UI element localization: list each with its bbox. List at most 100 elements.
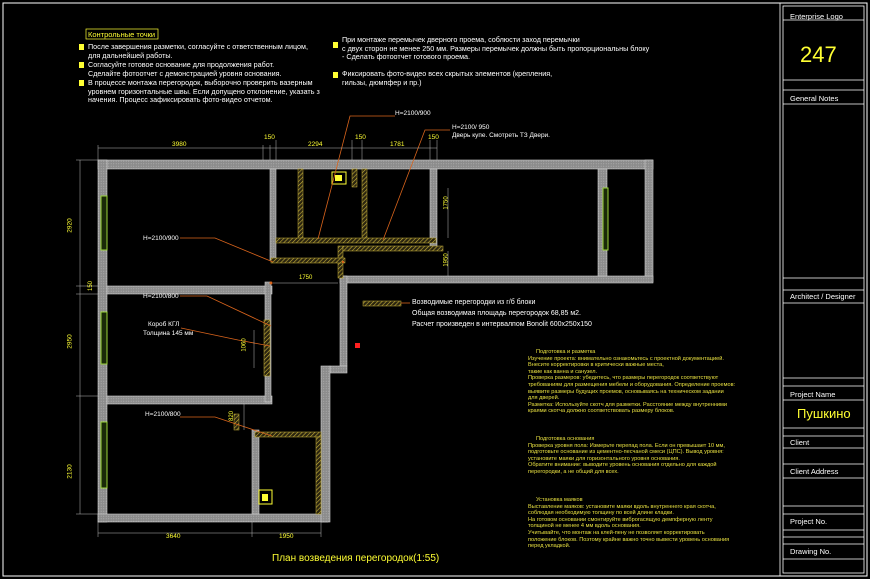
door-annotation-4: Н=2100/800 xyxy=(143,293,179,300)
legend-line-1: Возводимые перегородки из г/б блоки xyxy=(412,299,536,306)
floor-plan xyxy=(76,115,654,537)
notes-line: для дверей. xyxy=(528,395,560,402)
door-annotation-2a: Н=2100/ 950 xyxy=(452,124,490,131)
general-notes-3: Установка маяков Выставление маяков: уст… xyxy=(528,497,778,550)
checkpoint-3-line: уровнем горизонтальные швы. Если допущен… xyxy=(88,86,320,96)
notes-line: Учитывайте, что монтаж на клей-пену не п… xyxy=(528,529,705,536)
legend-swatch xyxy=(362,300,402,307)
plan-title: План возведения перегородок(1:55) xyxy=(272,553,440,564)
box-annotation-1: Короб КГЛ xyxy=(148,321,180,328)
dim-bottom-2: 1950 xyxy=(279,533,294,540)
project-name-label: Project Name xyxy=(790,390,836,399)
door-annotation-1: Н=2100/900 xyxy=(395,110,431,117)
notes-section-3-heading: Установка маяков xyxy=(536,497,583,503)
notes-line: Проверка размеров: убедитесь, что размер… xyxy=(528,375,719,382)
dim-top-6: 150 xyxy=(428,134,439,141)
checkpoint-4-line: При монтаже перемычек дверного проема, с… xyxy=(342,35,580,44)
sheet-number: 247 xyxy=(800,42,837,67)
general-notes-label: General Notes xyxy=(790,94,839,103)
notes-line: требованиям для размещения мебели и обор… xyxy=(528,381,736,388)
notes-line: положение блоков. Поэтому крайне важно т… xyxy=(528,536,730,543)
dim-top-3: 2294 xyxy=(308,141,323,148)
new-partitions xyxy=(233,168,444,515)
notes-line: Изучение проекта: внимательно ознакомьте… xyxy=(528,355,724,362)
box-annotation-2: Толщина 145 мм xyxy=(143,330,194,337)
notes-line: подготовьте основание из цементно-песчан… xyxy=(528,449,724,456)
checkpoint-1: После завершения разметки, согласуйте с … xyxy=(88,42,308,60)
wall-step-2 xyxy=(329,365,348,374)
drawing-no-label: Drawing No. xyxy=(790,547,832,556)
door-annotation-3: Н=2100/900 xyxy=(143,235,179,242)
checkpoint-4: При монтаже перемычек дверного проема, с… xyxy=(342,35,650,62)
checkpoint-5: Фиксировать фото-видео всех скрытых элем… xyxy=(342,69,553,87)
dim-left-1: 2920 xyxy=(66,218,74,233)
title-block-border xyxy=(782,5,865,574)
wall-bottom-left xyxy=(97,513,329,523)
legend-line-3: Расчет произведен в интервалпом Bonolit … xyxy=(412,321,592,328)
door-annotation-2b: Дверь купе. Смотреть ТЗ Двери. xyxy=(452,132,550,139)
checkpoint-5-line: гильзы, дюмпфер и пр.) xyxy=(342,77,422,87)
utility-box-1 xyxy=(331,171,347,185)
title-block-dividers xyxy=(783,19,864,560)
notes-line: На готовом основании смонтируйте виброга… xyxy=(528,516,713,523)
notes-line: толщиной не менее 4 мм вдоль основания. xyxy=(528,523,641,530)
notes-line: Проверка уровня пола: Измерьте перепад п… xyxy=(528,442,725,449)
wall-step-3 xyxy=(320,365,331,523)
notes-line: соблюдая необходимую толщину по всей дли… xyxy=(528,510,674,517)
client-label: Client xyxy=(790,438,810,447)
dim-interior-3: 1060 xyxy=(241,338,248,352)
dim-lines xyxy=(76,140,449,537)
notes-line: такие как ванна и санузел. xyxy=(528,368,598,375)
notes-line: Выставление маяков: установите маяки вдо… xyxy=(528,503,716,510)
checkpoint-5-line: Фиксировать фото-видео всех скрытых элем… xyxy=(342,69,553,78)
notes-line: выявите размеры будущих проемов, основыв… xyxy=(528,388,724,395)
windows xyxy=(100,187,609,489)
notes-section-2-heading: Подготовка основания xyxy=(536,436,595,442)
wall-right xyxy=(644,159,654,283)
wall-right-bottom xyxy=(339,275,654,284)
legend-line-2: Общая возводимая площадь перегородок 68,… xyxy=(412,310,581,317)
checkpoint-markers xyxy=(79,42,338,86)
checkpoint-1-line: для дальнейшей работы. xyxy=(88,50,173,60)
dim-bottom-1: 3640 xyxy=(166,533,181,540)
notes-line: Внесите корректировки в критически важны… xyxy=(528,362,664,369)
checkpoint-4-line: с двух сторон не менее 250 мм. Размеры п… xyxy=(342,43,650,53)
leader-lines xyxy=(180,115,450,437)
checkpoint-2-line: Сделайте фотоотчет с демонстрацией уровн… xyxy=(88,68,282,78)
architect-label: Architect / Designer xyxy=(790,292,856,301)
enterprise-logo-label: Enterprise Logo xyxy=(790,12,843,21)
notes-line: краями скотча должно соответствовать раз… xyxy=(528,408,675,415)
checkpoint-heading-box xyxy=(85,28,159,40)
project-no-label: Project No. xyxy=(790,517,828,526)
project-name-value: Пушкино xyxy=(797,406,851,421)
checkpoint-1-line: После завершения разметки, согласуйте с … xyxy=(88,42,308,51)
notes-line: перегородки, а не общий для всех. xyxy=(528,468,619,475)
notes-line: установите маяки для горизонтального уро… xyxy=(528,455,680,462)
checkpoint-3-line: В процессе монтажа перегородок, выборочн… xyxy=(88,78,313,87)
checkpoint-2-line: Согласуйте готовое основание для продолж… xyxy=(88,60,275,69)
dim-interior-2: 1950 xyxy=(443,253,450,267)
dim-left-2: 150 xyxy=(88,280,95,292)
dim-interior-1: 1750 xyxy=(443,196,450,210)
checkpoint-3-line: начения. Процесс зафиксировать фото-виде… xyxy=(88,95,273,105)
client-address-label: Client Address xyxy=(790,467,839,476)
notes-section-1-heading: Подготовка и разметка xyxy=(536,349,596,355)
dim-interior-5: 820 xyxy=(229,410,236,422)
dim-top-4: 150 xyxy=(355,134,366,141)
utility-box-2 xyxy=(258,489,273,505)
checkpoint-3: В процессе монтажа перегородок, выборочн… xyxy=(88,78,320,105)
notes-line: Разметка: Используйте скотч для разметки… xyxy=(528,401,727,408)
dim-interior-4: 1750 xyxy=(299,275,313,281)
dim-left-3: 2950 xyxy=(66,334,74,349)
notes-line: перед укладкой. xyxy=(528,543,571,550)
general-notes-2: Подготовка основания Проверка уровня пол… xyxy=(528,436,778,476)
door-annotation-5: Н=2100/800 xyxy=(145,411,181,418)
general-notes: Подготовка и разметка Изучение проекта: … xyxy=(528,349,778,415)
wall-top xyxy=(97,159,654,170)
dim-top-2: 150 xyxy=(264,134,275,141)
checkpoint-4-line: - Сделать фотоотчет готового проема. xyxy=(342,52,471,62)
checkpoints-heading: Контрольные точки xyxy=(88,30,156,39)
dim-left-4: 2130 xyxy=(66,464,74,479)
